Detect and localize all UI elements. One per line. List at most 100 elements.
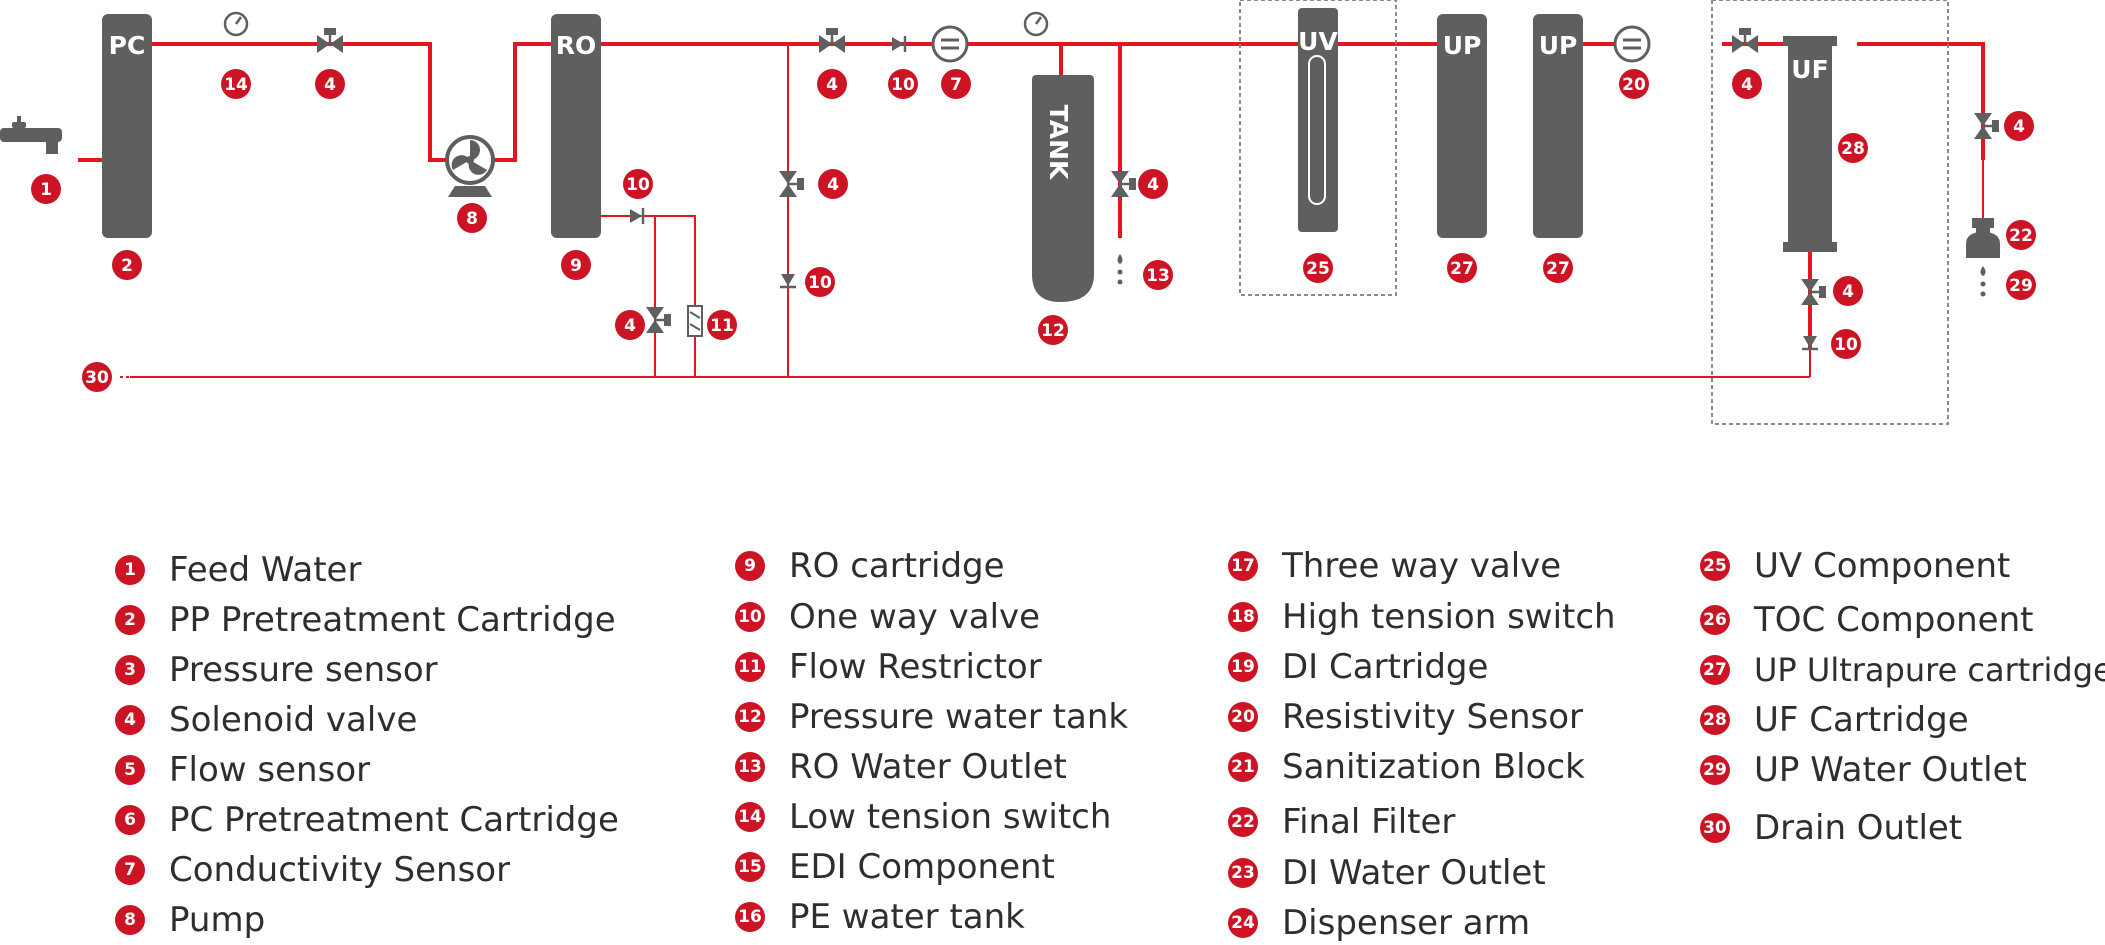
badge: 7 xyxy=(941,69,971,99)
legend-label: UV Component xyxy=(1754,546,2011,586)
badge: 1 xyxy=(31,174,61,204)
legend-badge: 30 xyxy=(1700,813,1730,843)
svg-text:8: 8 xyxy=(466,209,478,229)
legend-badge: 18 xyxy=(1228,602,1258,632)
badge: 4 xyxy=(817,69,847,99)
legend-label: RO cartridge xyxy=(789,546,1005,586)
legend-label: Resistivity Sensor xyxy=(1282,697,1584,737)
legend-item: 9 RO cartridge xyxy=(735,546,1005,586)
svg-text:12: 12 xyxy=(1041,321,1065,341)
svg-text:4: 4 xyxy=(826,75,838,95)
badge: 14 xyxy=(221,69,251,99)
up-cartridge-2: UP xyxy=(1533,14,1583,238)
uf-label: UF xyxy=(1791,55,1828,84)
flow-restrictor-icon xyxy=(687,305,703,337)
legend-label: PP Pretreatment Cartridge xyxy=(169,600,616,640)
legend-label: Feed Water xyxy=(169,550,362,590)
legend-label: RO Water Outlet xyxy=(789,747,1067,787)
badge: 29 xyxy=(2006,270,2036,300)
badge: 4 xyxy=(818,169,848,199)
legend-item: 14 Low tension switch xyxy=(735,797,1111,837)
legend-label: Pressure water tank xyxy=(789,697,1129,737)
svg-text:11: 11 xyxy=(710,316,734,336)
legend-badge: 16 xyxy=(735,902,765,932)
badge: 10 xyxy=(1831,329,1861,359)
svg-text:4: 4 xyxy=(1741,75,1753,95)
legend-item: 22 Final Filter xyxy=(1228,802,1455,842)
pressure-water-tank: TANK xyxy=(1032,75,1094,302)
svg-text:2: 2 xyxy=(121,256,133,276)
solenoid-valve-icon xyxy=(1799,277,1828,307)
legend-label: Three way valve xyxy=(1282,546,1562,586)
pump-icon xyxy=(445,135,495,197)
badge: 27 xyxy=(1447,253,1477,283)
badge: 4 xyxy=(315,69,345,99)
legend-badge: 28 xyxy=(1700,705,1730,735)
legend-badge: 14 xyxy=(735,802,765,832)
solenoid-valve-icon xyxy=(1109,169,1138,199)
ro-water-outlet-drops-icon xyxy=(1117,254,1123,285)
legend-label: DI Water Outlet xyxy=(1282,853,1546,893)
badge: 20 xyxy=(1619,69,1649,99)
svg-text:4: 4 xyxy=(324,75,336,95)
svg-text:10: 10 xyxy=(1834,335,1858,355)
legend-label: Low tension switch xyxy=(789,797,1112,837)
drain-lines xyxy=(120,44,1984,378)
legend-label: Drain Outlet xyxy=(1754,808,1963,848)
ro-cartridge: RO xyxy=(551,14,601,238)
badge: 30 xyxy=(82,362,112,392)
legend-badge: 5 xyxy=(115,755,145,785)
uv-label: UV xyxy=(1298,27,1338,56)
badge: 4 xyxy=(1732,69,1762,99)
legend-label: Pump xyxy=(169,900,266,940)
legend-item: 28 UF Cartridge xyxy=(1700,700,1969,740)
legend-label: High tension switch xyxy=(1282,597,1616,637)
legend-badge: 23 xyxy=(1228,858,1258,888)
svg-text:10: 10 xyxy=(891,75,915,95)
legend-item: 18 High tension switch xyxy=(1228,597,1616,637)
legend-badge: 22 xyxy=(1228,807,1258,837)
solenoid-valve-icon xyxy=(1972,111,2001,141)
legend-badge: 9 xyxy=(735,551,765,581)
uv-dashed-box xyxy=(1239,0,1397,296)
legend-label: UF Cartridge xyxy=(1754,700,1969,740)
legend-badge: 21 xyxy=(1228,752,1258,782)
legend-badge: 8 xyxy=(115,905,145,935)
one-way-valve-icon xyxy=(890,34,907,54)
legend-item: 23 DI Water Outlet xyxy=(1228,853,1546,893)
legend-badge: 15 xyxy=(735,852,765,882)
badge: 12 xyxy=(1038,315,1068,345)
pc-cartridge: PC xyxy=(102,14,152,238)
up-cartridge-1: UP xyxy=(1437,14,1487,238)
legend-item: 20 Resistivity Sensor xyxy=(1228,697,1583,737)
legend-label: One way valve xyxy=(789,597,1041,637)
legend-label: Flow sensor xyxy=(169,750,371,790)
badge: 27 xyxy=(1543,253,1573,283)
legend-badge: 26 xyxy=(1700,605,1730,635)
up-water-outlet-drops-icon xyxy=(1980,266,1986,297)
legend-label: Dispenser arm xyxy=(1282,903,1531,943)
badge: 4 xyxy=(1833,276,1863,306)
badge: 10 xyxy=(888,69,918,99)
svg-text:4: 4 xyxy=(1147,175,1159,195)
legend-item: 8 Pump xyxy=(115,900,265,940)
legend-badge: 3 xyxy=(115,655,145,685)
legend-label: Flow Restrictor xyxy=(789,647,1042,687)
legend-label: Final Filter xyxy=(1282,802,1456,842)
one-way-valve-icon xyxy=(1800,334,1820,351)
legend-badge: 20 xyxy=(1228,702,1258,732)
